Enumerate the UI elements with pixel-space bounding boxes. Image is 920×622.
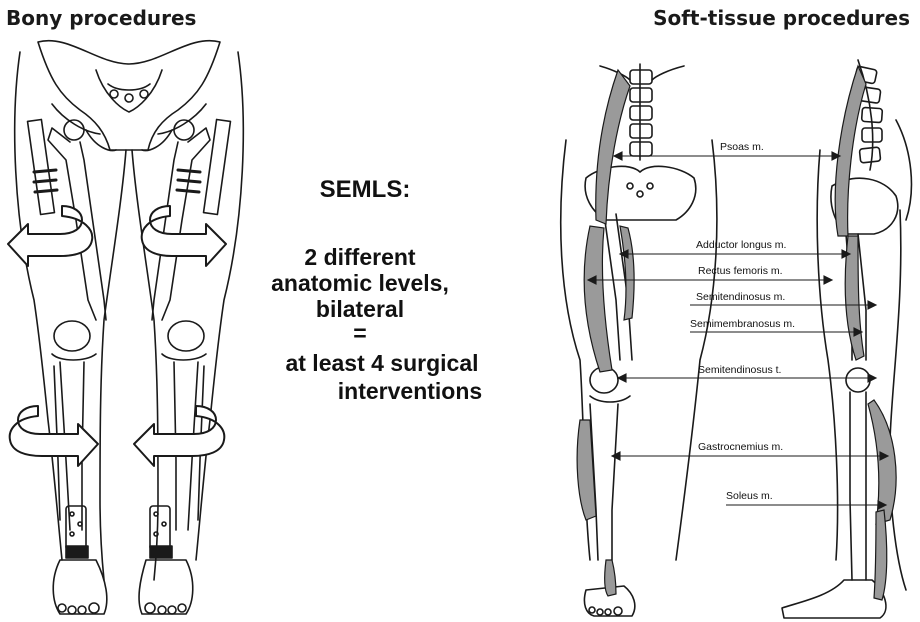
soleus-front	[605, 560, 616, 596]
adductor-front	[620, 226, 634, 320]
psoas-muscle-front	[596, 70, 630, 224]
gastrocnemius-label: Gastrocnemius m.	[698, 441, 783, 453]
rectus-femoris-label: Rectus femoris m.	[698, 265, 783, 277]
semitendinosus-label: Semitendinosus m.	[696, 291, 785, 303]
psoas-label: Psoas m.	[720, 141, 764, 153]
adductor-longus-label: Adductor longus m.	[696, 239, 786, 251]
semimembranosus-label: Semimembranosus m.	[690, 318, 795, 330]
rectus-femoris-front	[584, 226, 612, 372]
soleus-label: Soleus m.	[726, 490, 773, 502]
soleus-side	[874, 510, 887, 600]
gastrocnemius-front	[577, 420, 596, 520]
psoas-muscle-side	[835, 66, 866, 236]
semitendinosus-tendon-label: Semitendinosus t.	[698, 364, 781, 376]
